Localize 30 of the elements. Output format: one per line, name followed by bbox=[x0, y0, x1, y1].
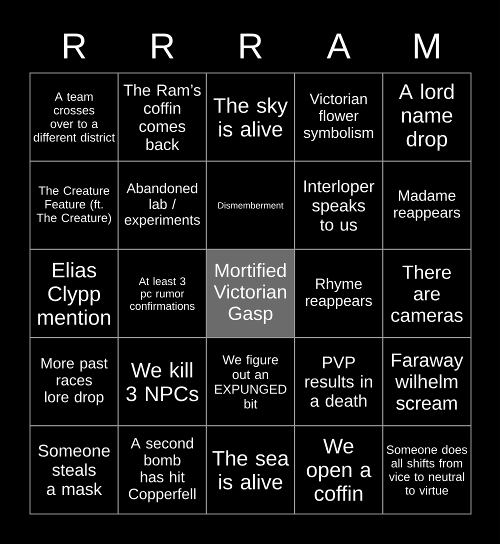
bingo-cell: A second bomb has hit Copperfell bbox=[118, 425, 207, 514]
bingo-cell: The Creature Feature (ft. The Creature) bbox=[30, 160, 119, 250]
bingo-cell: Madame reappears bbox=[382, 160, 472, 250]
bingo-cell: Rhyme reappears bbox=[294, 248, 384, 338]
bingo-cell: The sky is alive bbox=[206, 72, 296, 162]
column-letter: R bbox=[240, 34, 262, 58]
bingo-cell: Faraway wilhelm scream bbox=[382, 337, 472, 426]
bingo-cell: Victorian flower symbolism bbox=[294, 72, 384, 162]
bingo-cell: Mortified Victorian Gasp bbox=[206, 248, 296, 338]
bingo-cell: Abandoned lab / experiments bbox=[118, 160, 207, 250]
bingo-cell: Interloper speaks to us bbox=[294, 160, 384, 250]
bingo-cell: Dismemberment bbox=[206, 160, 296, 250]
bingo-cell: A lord name drop bbox=[382, 72, 472, 162]
bingo-cell: At least 3 pc rumor confirmations bbox=[118, 248, 207, 338]
bingo-cell: Someone steals a mask bbox=[30, 425, 119, 514]
column-letter: A bbox=[326, 34, 351, 58]
bingo-cell: Elias Clypp mention bbox=[30, 248, 119, 338]
bingo-cell: A team crosses over to a different district bbox=[30, 72, 119, 162]
bingo-cell: We kill 3 NPCs bbox=[118, 337, 207, 426]
column-letter: R bbox=[152, 34, 174, 58]
bingo-cell: The sea is alive bbox=[206, 425, 296, 514]
column-letter: R bbox=[64, 34, 86, 58]
bingo-cell: More past races lore drop bbox=[30, 337, 119, 426]
bingo-cell: We open a coffin bbox=[294, 425, 384, 514]
bingo-cell: We figure out an EXPUNGED bit bbox=[206, 337, 296, 426]
bingo-cell: There are cameras bbox=[382, 248, 472, 338]
bingo-cell: The Ram’s coffin comes back bbox=[118, 72, 207, 162]
column-letter: M bbox=[414, 34, 439, 58]
bingo-cell: PVP results in a death bbox=[294, 337, 384, 426]
bingo-cell: Someone does all shifts from vice to neutral to virtue bbox=[382, 425, 472, 514]
